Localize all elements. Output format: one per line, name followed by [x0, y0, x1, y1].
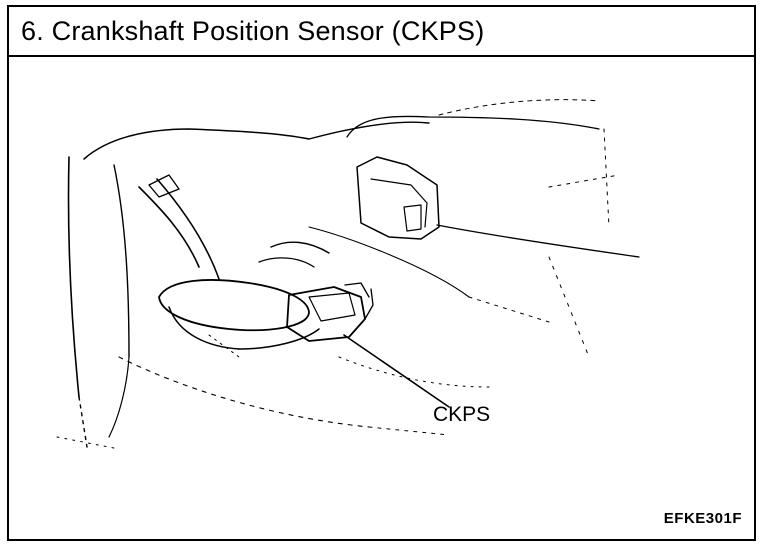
- bracket: [356, 156, 440, 240]
- title-bar: 6. Crankshaft Position Sensor (CKPS): [9, 7, 754, 57]
- figure-code: EFKE301F: [663, 510, 742, 527]
- engine-block-outline: [67, 156, 80, 398]
- ckps-callout-label: CKPS: [433, 403, 491, 426]
- wiring-harness: [158, 279, 310, 332]
- page-title: 6. Crankshaft Position Sensor (CKPS): [21, 15, 485, 46]
- callout-leader-line: [343, 334, 450, 408]
- ckps-sensor: [286, 286, 366, 342]
- engine-line-drawing: [56, 99, 640, 450]
- figure-frame: 6. Crankshaft Position Sensor (CKPS): [7, 5, 756, 541]
- housing-curve: [83, 128, 310, 160]
